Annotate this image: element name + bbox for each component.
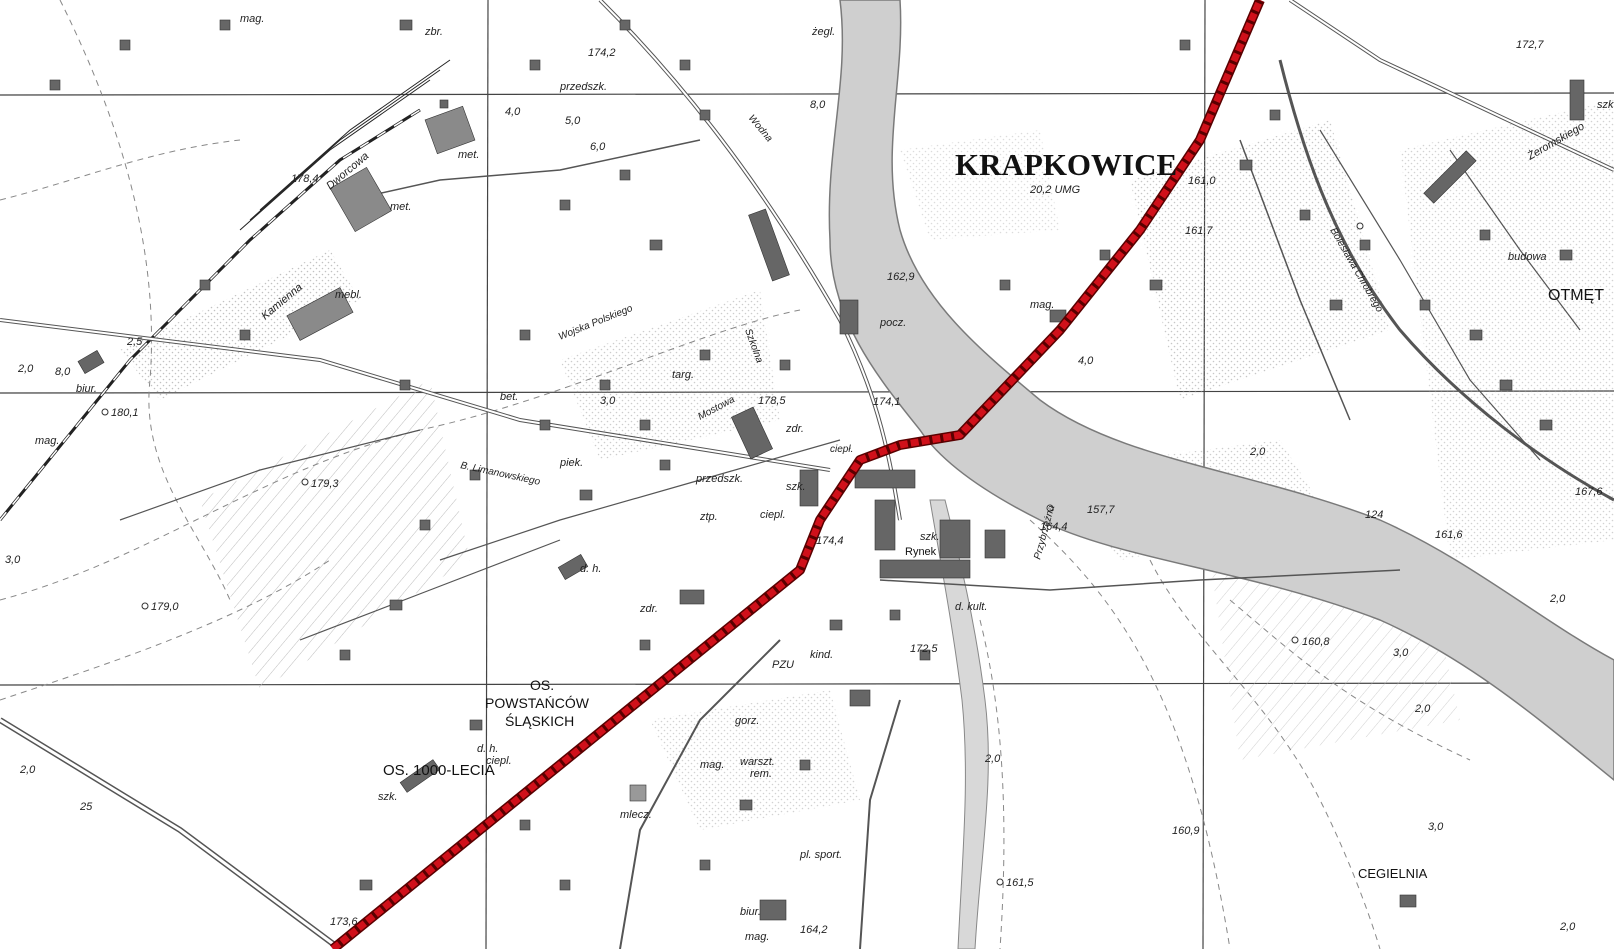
depth-9: 6,0 [590, 141, 606, 153]
biur-label: biur. [76, 383, 97, 395]
elev-6: 178,5 [758, 395, 786, 407]
elev-8: 162,9 [887, 271, 915, 283]
bet-label: bet. [500, 391, 518, 403]
elev-5: 179,0 [151, 601, 179, 613]
przedszk-label: przedszk. [559, 81, 607, 93]
depth-8: 5,0 [565, 115, 581, 127]
cegielnia-label: CEGIELNIA [1358, 866, 1428, 881]
depth-20: 4,0 [1078, 355, 1094, 367]
depth-15: 124 [1365, 509, 1383, 521]
depth-17: 2,0 [1549, 593, 1566, 605]
depth-10: 2,0 [1249, 446, 1266, 458]
elev-10: 161,7 [1185, 225, 1213, 237]
orchard-areas [120, 100, 1614, 830]
kind-label: kind. [810, 649, 833, 661]
met-label: met. [458, 149, 479, 161]
os-powstancow-label-2: POWSTAŃCÓW [485, 695, 590, 711]
elev-21: 161,6 [1435, 529, 1463, 541]
szk-label-3: szk. [378, 791, 398, 803]
ciepl-label-2: ciepł. [830, 444, 853, 455]
elev-3: 180,1 [111, 407, 139, 419]
depth-11: 3,0 [600, 395, 616, 407]
mebl-label: mebl. [335, 289, 362, 301]
ztp-label: ztp. [699, 511, 718, 523]
pl-sport-label: pl. sport. [799, 849, 842, 861]
elev-20: 167,6 [1575, 486, 1603, 498]
rem-label: rem. [750, 768, 772, 780]
buildings [49, 19, 1585, 921]
elev-1: 174,2 [588, 47, 616, 59]
depth-19: 8,0 [810, 99, 826, 111]
depth-6: 25 [79, 801, 93, 813]
mag-label: mag. [240, 13, 264, 25]
town-elevation-label: 20,2 UMG [1029, 184, 1081, 196]
depth-7: 4,0 [505, 106, 521, 118]
warszt-label: warszt. [740, 756, 775, 768]
ciepl-label-3: ciepl. [486, 755, 512, 767]
depth-16: 3,0 [1428, 821, 1444, 833]
elev-2: 178,4 [291, 173, 319, 185]
depth-18: 2,0 [1559, 921, 1576, 933]
elev-19: 172,7 [1516, 39, 1544, 51]
os-powstancow-label-1: OS. [530, 677, 554, 693]
depth-2: 2,0 [17, 363, 34, 375]
depth-4: 3,0 [5, 554, 21, 566]
elev-18: 173,6 [330, 916, 358, 928]
szk-label: szk. [786, 481, 806, 493]
elev-17: 164,2 [800, 924, 828, 936]
elev-22: 174,1 [873, 396, 901, 408]
elev-11: 157,7 [1087, 504, 1115, 516]
dh-label: d. h. [477, 743, 498, 755]
depth-13: 3,0 [1393, 647, 1409, 659]
elev-9: 161,0 [1188, 175, 1216, 187]
biur-label-2: biur. [740, 906, 761, 918]
targ-label: targ. [672, 369, 694, 381]
pocz-label: pocz. [879, 317, 906, 329]
elev-12: 164,4 [1040, 521, 1068, 533]
zdr-label-2: zdr. [639, 603, 658, 615]
spot-height-markers [101, 222, 1364, 886]
mag-label-4: mag. [745, 931, 769, 943]
depth-12: 2,0 [984, 753, 1001, 765]
elev-13: 172,5 [910, 643, 938, 655]
mag-label-r: mag. [1030, 299, 1054, 311]
dh-label-2: d. h. [580, 563, 601, 575]
piek-label: piek. [559, 457, 583, 469]
otmet-label: OTMĘT [1548, 287, 1604, 304]
mlecz-label: mlecz. [620, 809, 652, 821]
zegl-label: żegl. [811, 26, 835, 38]
depth-5: 2,0 [19, 764, 36, 776]
town-label: KRAPKOWICE [955, 147, 1177, 182]
os-powstancow-label-3: ŚLĄSKICH [505, 712, 574, 729]
szk-label-r: szk [1597, 99, 1614, 111]
elev-14: 160,8 [1302, 636, 1330, 648]
odra-river [828, 0, 1614, 949]
ciepl-label: ciepl. [760, 509, 786, 521]
depth-14: 2,0 [1414, 703, 1431, 715]
budowa-label: budowa [1508, 251, 1547, 263]
os-1000-lecia-label: OS. 1000-LECIA [383, 762, 495, 779]
zdr-label: zdr. [785, 423, 804, 435]
elev-4: 179,3 [311, 478, 339, 490]
railway [0, 59, 451, 521]
met-label-2: met. [390, 201, 411, 213]
elev-7: 174,4 [816, 535, 844, 547]
dkult-label: d. kult. [955, 601, 987, 613]
rynek-label: Rynek [905, 546, 937, 558]
przedszk-label-2: przedszk. [695, 473, 743, 485]
gorz-label: gorz. [735, 715, 759, 727]
zbr-label: zbr. [424, 26, 443, 38]
route-line[interactable] [330, 0, 1264, 949]
elev-16: 161,5 [1006, 877, 1034, 889]
mag-label-2: mag. [35, 435, 59, 447]
pzu-label: PZU [772, 659, 794, 671]
depth-3: 8,0 [55, 366, 71, 378]
mag-label-3: mag. [700, 759, 724, 771]
elev-15: 160,9 [1172, 825, 1200, 837]
depth-1: 2,5 [126, 336, 143, 348]
szk-label-2: szk. [920, 531, 940, 543]
